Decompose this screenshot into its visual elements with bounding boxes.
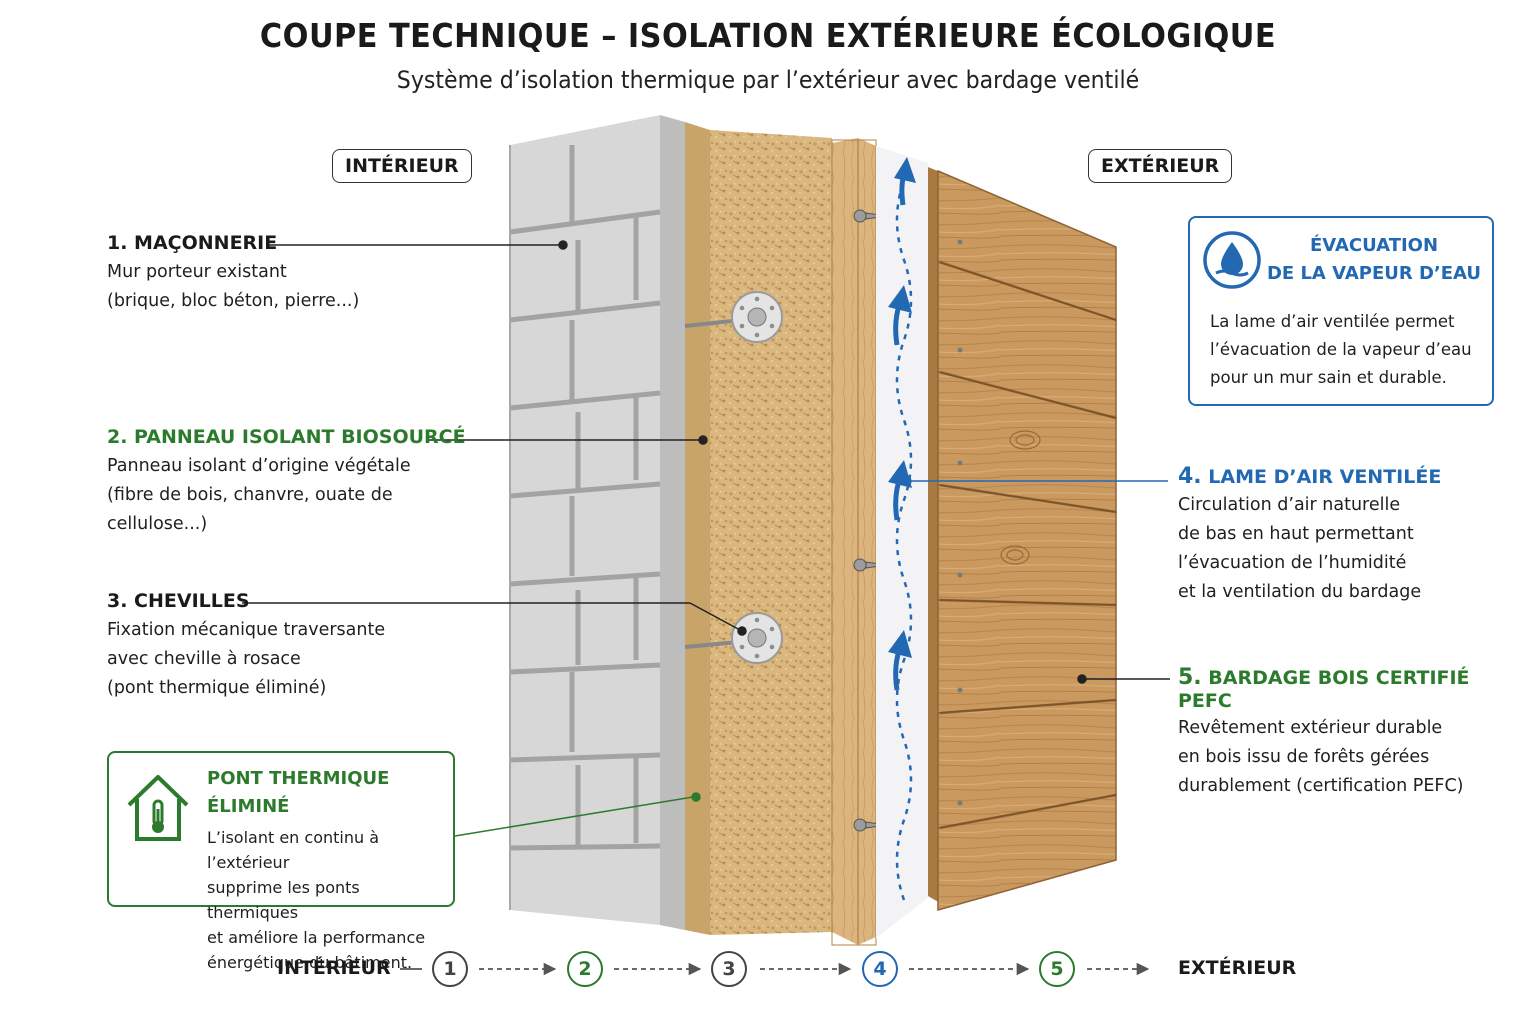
label-anchors-line: avec cheville à rosace [107,649,301,669]
label-masonry: 1. MAÇONNERIE Mur porteur existant (briq… [107,232,507,316]
label-air-gap-title: LAME D’AIR VENTILÉE [1208,466,1442,488]
vapor-callout: ÉVACUATION DE LA VAPEUR D’EAU La lame d’… [1188,216,1494,406]
label-cladding: 5. BARDAGE BOIS CERTIFIÉ PEFC Revêtement… [1178,665,1528,801]
insulation-panel [685,122,832,935]
thermal-bridge-line: énergétique du bâtiment. [207,953,413,972]
label-cladding-line: Revêtement extérieur durable [1178,718,1443,738]
wood-cladding [928,167,1117,911]
label-anchors: 3. CHEVILLES Fixation mécanique traversa… [107,590,507,703]
thermal-bridge-callout: PONT THERMIQUE ÉLIMINÉ L’isolant en cont… [107,751,455,972]
label-cladding-line: en bois issu de forêts gérées [1178,747,1430,767]
interior-badge: INTÉRIEUR [332,149,472,183]
page-title: COUPE TECHNIQUE – ISOLATION EXTÉRIEURE É… [259,16,1277,55]
thermal-bridge-line: et améliore la performance [207,928,426,947]
sequence-start-label: INTÉRIEUR [277,957,391,979]
page-subtitle: Système d’isolation thermique par l’exté… [396,66,1140,94]
vertical-batten [831,138,877,946]
label-anchors-line: (pont thermique éliminé) [107,678,327,698]
sequence-end-label: EXTÉRIEUR [1178,957,1297,979]
sequence-step-2: 2 [567,951,603,987]
sequence-step-1: 1 [432,951,468,987]
air-gap [876,146,928,938]
label-air-gap-number: 4. [1178,464,1202,489]
label-anchors-line: Fixation mécanique traversante [107,620,386,640]
label-cladding-number: 5. [1178,665,1202,690]
label-insulation-line: (fibre de bois, chanvre, ouate de [107,485,393,505]
house-thermometer-icon [127,775,189,841]
label-air-gap-line: Circulation d’air naturelle [1178,495,1401,515]
label-air-gap-line: et la ventilation du bardage [1178,582,1422,602]
label-air-gap-line: de bas en haut permettant [1178,524,1414,544]
vapor-title: ÉVACUATION [1309,235,1439,256]
sequence-step-3: 3 [711,951,747,987]
label-masonry-line: Mur porteur existant [107,262,287,282]
water-drop-icon [1203,231,1261,289]
label-insulation-title: 2. PANNEAU ISOLANT BIOSOURCÉ [107,426,466,448]
screws [853,209,887,832]
thermal-bridge-line: supprime les ponts thermiques [207,878,360,922]
label-cladding-line: durablement (certification PEFC) [1178,776,1464,796]
label-cladding-title: BARDAGE BOIS CERTIFIÉ PEFC [1178,667,1470,712]
leader-lines [242,240,1170,684]
label-masonry-title: 1. MAÇONNERIE [107,232,278,254]
sequence-step-5: 5 [1039,951,1075,987]
thermal-bridge-line: L’isolant en continu à l’extérieur [207,828,380,872]
label-masonry-line: (brique, bloc béton, pierre...) [107,291,360,311]
sequence-step-4: 4 [862,951,898,987]
label-air-gap: 4. LAME D’AIR VENTILÉE Circulation d’air… [1178,464,1528,607]
label-insulation: 2. PANNEAU ISOLANT BIOSOURCÉ Panneau iso… [107,426,527,539]
vapor-line: La lame d’air ventilée permet [1210,312,1455,331]
label-anchors-title: 3. CHEVILLES [107,590,250,612]
label-insulation-line: Panneau isolant d’origine végétale [107,456,411,476]
vapor-title: DE LA VAPEUR D’EAU [1266,263,1482,284]
vapor-line: pour un mur sain et durable. [1210,368,1447,387]
rosace-anchor-top [684,291,783,343]
vapor-line: l’évacuation de la vapeur d’eau [1210,340,1472,359]
label-insulation-line: cellulose...) [107,514,208,534]
label-air-gap-line: l’évacuation de l’humidité [1178,553,1407,573]
thermal-bridge-title: PONT THERMIQUE ÉLIMINÉ [207,768,390,817]
masonry-wall [509,115,685,930]
exterior-badge: EXTÉRIEUR [1088,149,1233,183]
rosace-anchor-bottom [684,612,783,664]
